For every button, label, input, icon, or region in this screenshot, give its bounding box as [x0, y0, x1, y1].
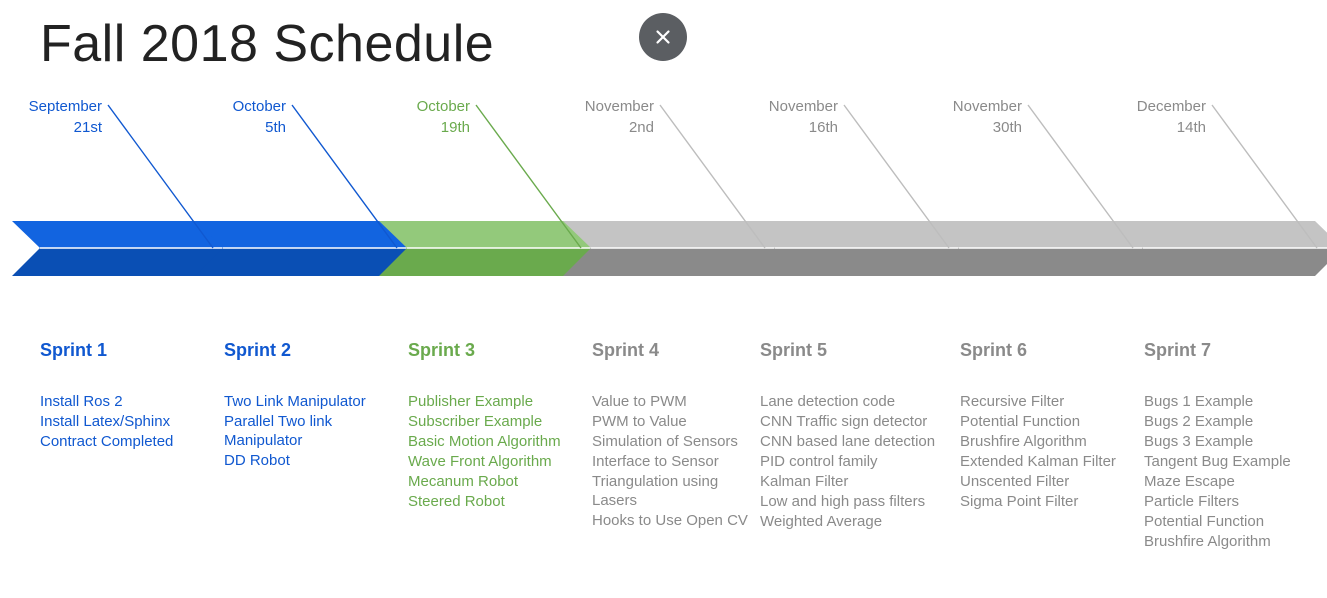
- sprint-title-5: Sprint 5: [760, 340, 828, 360]
- sprint-task-item: CNN based lane detection: [760, 433, 936, 450]
- date-day: 21st: [73, 119, 102, 136]
- chevron-top-4: [563, 221, 791, 248]
- date-leader-line-2: [291, 104, 398, 249]
- sprint-task-item: Steered Robot: [408, 493, 505, 510]
- chevron-bottom-3: [379, 248, 607, 276]
- sprint-task-item: Potential Function: [1144, 513, 1265, 530]
- date-month: November: [584, 98, 654, 115]
- date-month: November: [768, 98, 838, 115]
- date-label-3: October 19th: [417, 96, 470, 138]
- sprint-task-item: Bugs 1 Example: [1144, 393, 1254, 410]
- sprint-task-item: Sigma Point Filter: [960, 493, 1079, 510]
- date-label-4: November 2nd: [585, 96, 654, 138]
- sprint-task-item: PWM to Value: [592, 413, 687, 430]
- sprint-task-item: Bugs 2 Example: [1144, 413, 1254, 430]
- date-day: 19th: [440, 119, 470, 136]
- sprint-task-item: Particle Filters: [1144, 493, 1240, 510]
- date-leader-line-1: [107, 104, 214, 249]
- chevron-bottom-4: [563, 248, 791, 276]
- sprint-task-item: Interface to Sensor: [592, 453, 719, 470]
- sprint-task-item: DD Robot: [224, 452, 290, 469]
- date-month: September: [28, 98, 102, 115]
- sprint-title-4: Sprint 4: [592, 340, 660, 360]
- sprint-task-item: Bugs 3 Example: [1144, 433, 1254, 450]
- sprint-task-item: Publisher Example: [408, 393, 534, 410]
- sprint-title-6: Sprint 6: [960, 340, 1028, 360]
- sprint-title-1: Sprint 1: [40, 340, 108, 360]
- sprint-task-item: Tangent Bug Example: [1144, 453, 1291, 470]
- sprint-title-7: Sprint 7: [1144, 340, 1212, 360]
- page-title: Fall 2018 Schedule: [40, 15, 495, 73]
- chevron-bottom-6: [931, 248, 1159, 276]
- date-day: 2nd: [628, 119, 654, 136]
- sprint-task-item: Wave Front Algorithm: [408, 453, 552, 470]
- timeline-arrows: [12, 104, 1327, 276]
- sprint-task-item: Basic Motion Algorithm: [408, 433, 561, 450]
- sprint-task-item: Two Link Manipulator: [224, 393, 366, 410]
- sprint-task-item: Lane detection code: [760, 393, 896, 410]
- sprint-task-item: Kalman Filter: [760, 473, 849, 490]
- date-day: 30th: [992, 119, 1022, 136]
- date-day: 14th: [1176, 119, 1206, 136]
- sprint-title-3: Sprint 3: [408, 340, 476, 360]
- sprint-task-item: Simulation of Sensors: [592, 433, 738, 450]
- sprint-task-item: Potential Function: [960, 413, 1081, 430]
- sprint-task-item: Unscented Filter: [960, 473, 1070, 490]
- date-leader-line-7: [1211, 104, 1318, 249]
- sprint-task-item: Install Ros 2: [40, 393, 123, 410]
- date-leader-line-6: [1027, 104, 1134, 249]
- chevron-bottom-2: [195, 248, 423, 276]
- sprint-task-item: Brushfire Algorithm: [960, 433, 1087, 450]
- sprint-task-item: Subscriber Example: [408, 413, 543, 430]
- chevron-bottom-1: [12, 248, 240, 276]
- sprint-task-item: CNN Traffic sign detector: [760, 413, 928, 430]
- sprint-task-item: Mecanum Robot: [408, 473, 519, 490]
- sprint-task-item: Maze Escape: [1144, 473, 1235, 490]
- date-month: December: [1136, 98, 1206, 115]
- sprint-title-2: Sprint 2: [224, 340, 292, 360]
- sprint-task-item: Extended Kalman Filter: [960, 453, 1116, 470]
- chevron-top-5: [747, 221, 975, 248]
- date-leader-line-3: [475, 104, 582, 249]
- sprint-task-item: Install Latex/Sphinx: [40, 413, 171, 430]
- chevron-bottom-7: [1115, 248, 1327, 276]
- date-day: 16th: [808, 119, 838, 136]
- sprint-task-item: Weighted Average: [760, 513, 883, 530]
- date-label-5: November 16th: [769, 96, 838, 138]
- date-label-2: October 5th: [233, 96, 286, 138]
- date-day: 5th: [265, 119, 286, 136]
- sprint-task-item: Brushfire Algorithm: [1144, 533, 1271, 550]
- sprint-task-item: PID control family: [760, 453, 878, 470]
- chevron-top-7: [1115, 221, 1327, 248]
- chevron-top-1: [12, 221, 240, 248]
- close-icon: [656, 30, 670, 44]
- close-button[interactable]: [639, 13, 687, 61]
- date-label-6: November 30th: [953, 96, 1022, 138]
- chevron-top-3: [379, 221, 607, 248]
- sprint-task-item: Contract Completed: [40, 433, 174, 450]
- sprint-task-item: Recursive Filter: [960, 393, 1065, 410]
- sprint-task-item: Value to PWM: [592, 393, 687, 410]
- date-month: November: [952, 98, 1022, 115]
- date-month: October: [232, 98, 286, 115]
- chevron-top-2: [195, 221, 423, 248]
- sprint-task-item: Hooks to Use Open CV: [592, 512, 748, 529]
- sprint-task-item: Parallel Two link Manipulator: [224, 413, 333, 449]
- date-label-7: December 14th: [1137, 96, 1206, 138]
- sprint-task-item: Triangulation using Lasers: [592, 473, 719, 509]
- date-label-1: September 21st: [29, 96, 102, 138]
- chevron-top-6: [931, 221, 1159, 248]
- chevron-bottom-5: [747, 248, 975, 276]
- date-leader-line-5: [843, 104, 950, 249]
- date-month: October: [416, 98, 470, 115]
- sprint-task-item: Low and high pass filters: [760, 493, 926, 510]
- date-leader-line-4: [659, 104, 766, 249]
